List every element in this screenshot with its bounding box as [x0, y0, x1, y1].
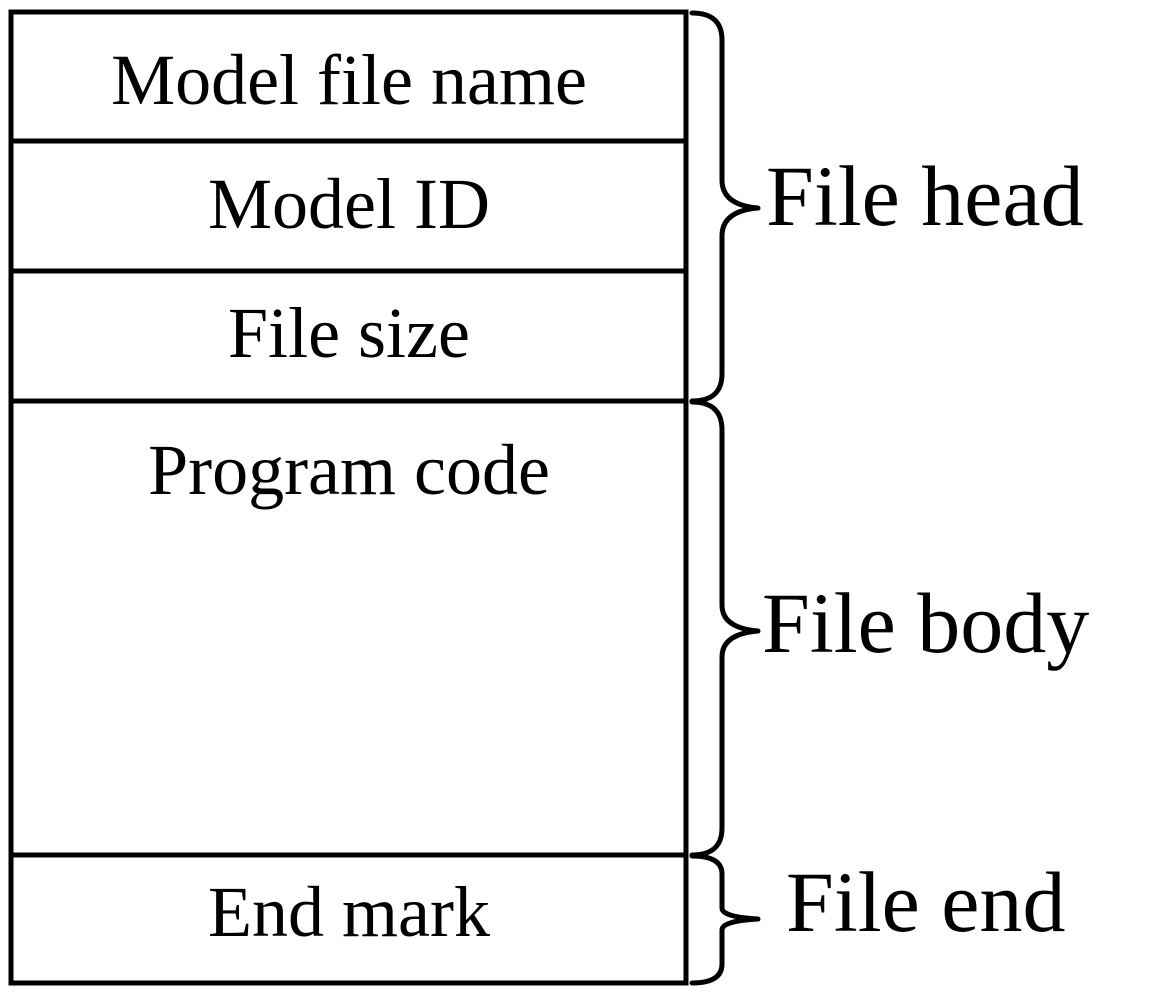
cell-model-file-name: Model file name: [111, 40, 587, 120]
group-file-head: File head: [766, 148, 1084, 244]
group-file-end: File end: [786, 854, 1065, 950]
group-file-body: File body: [762, 575, 1089, 671]
cell-model-id: Model ID: [208, 164, 490, 244]
cell-file-size: File size: [228, 293, 470, 373]
brace-file-body: [689, 399, 761, 858]
file-structure-box: [8, 9, 689, 986]
brace-file-end: [689, 853, 761, 986]
cell-program-code: Program code: [148, 430, 550, 510]
brace-file-head: [689, 10, 761, 404]
cell-end-mark: End mark: [208, 872, 490, 952]
